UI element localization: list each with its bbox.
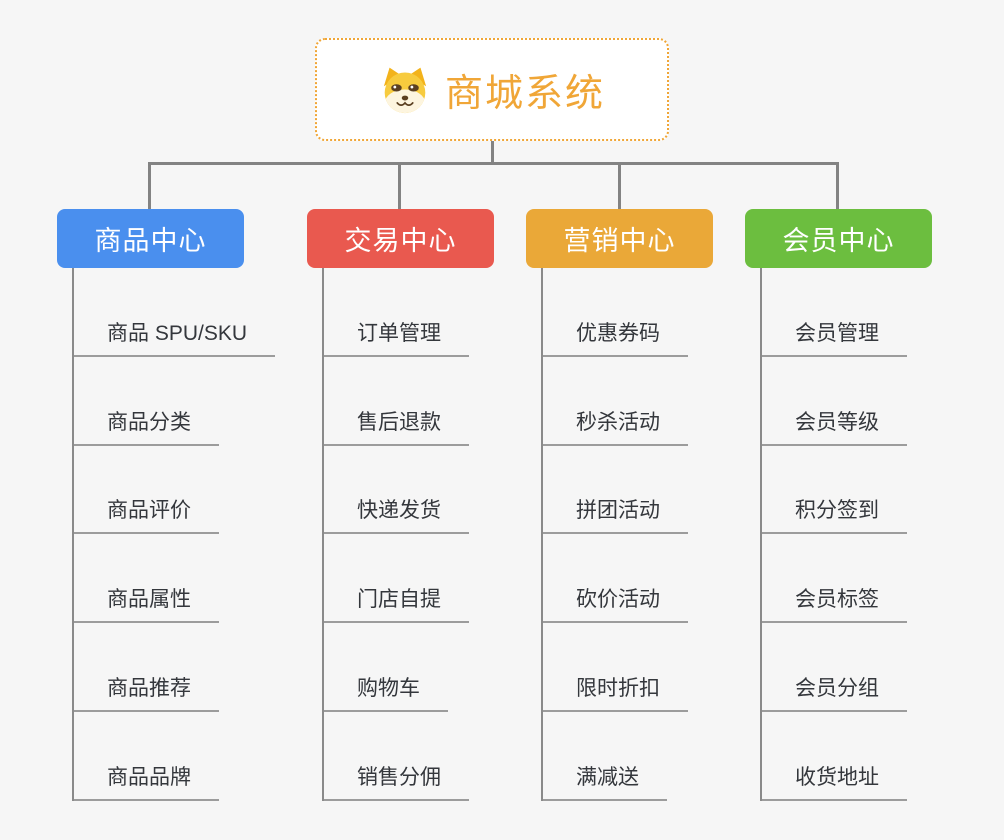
child-node[interactable]: 拼团活动 — [543, 446, 688, 535]
connector-drop-4 — [836, 164, 839, 209]
child-node[interactable]: 商品推荐 — [74, 623, 219, 712]
child-node[interactable]: 销售分佣 — [324, 712, 469, 801]
child-node[interactable]: 限时折扣 — [543, 623, 688, 712]
branch-label: 会员中心 — [782, 226, 895, 256]
child-node[interactable]: 砍价活动 — [543, 534, 688, 624]
children-list-member-center: 会员管理会员等级积分签到会员标签会员分组收货地址 — [760, 268, 907, 801]
branch-node-marketing-center[interactable]: 营销中心 — [526, 209, 713, 268]
child-node[interactable]: 商品属性 — [74, 534, 219, 624]
children-list-trade-center: 订单管理售后退款快递发货门店自提购物车销售分佣 — [322, 268, 469, 801]
child-node[interactable]: 优惠券码 — [543, 268, 688, 357]
branch-label: 营销中心 — [563, 226, 676, 256]
root-title: 商城系统 — [444, 73, 605, 115]
child-node[interactable]: 满减送 — [543, 712, 667, 801]
connector-drop-3 — [618, 164, 621, 209]
child-node[interactable]: 商品分类 — [74, 357, 219, 446]
children-list-marketing-center: 优惠券码秒杀活动拼团活动砍价活动限时折扣满减送 — [541, 268, 688, 801]
branch-label: 商品中心 — [94, 226, 207, 256]
child-node[interactable]: 快递发货 — [324, 446, 469, 535]
connector-drop-1 — [148, 164, 151, 209]
connector-stem — [491, 141, 494, 164]
child-node[interactable]: 会员标签 — [762, 534, 907, 624]
root-node[interactable]: 商城系统 — [315, 38, 669, 141]
child-node[interactable]: 商品评价 — [74, 446, 219, 535]
child-node[interactable]: 订单管理 — [324, 268, 469, 357]
connector-rail — [148, 162, 839, 165]
branch-label: 交易中心 — [344, 226, 457, 256]
branch-node-product-center[interactable]: 商品中心 — [57, 209, 244, 268]
child-node[interactable]: 收货地址 — [762, 712, 907, 801]
child-node[interactable]: 商品品牌 — [74, 712, 219, 801]
child-node[interactable]: 秒杀活动 — [543, 357, 688, 446]
child-node[interactable]: 商品 SPU/SKU — [74, 268, 276, 357]
child-node[interactable]: 会员管理 — [762, 268, 907, 357]
child-node[interactable]: 会员等级 — [762, 357, 907, 446]
child-node[interactable]: 售后退款 — [324, 357, 469, 446]
branch-node-trade-center[interactable]: 交易中心 — [307, 209, 494, 268]
child-node[interactable]: 会员分组 — [762, 623, 907, 712]
child-node[interactable]: 购物车 — [324, 623, 448, 712]
connector-drop-2 — [398, 164, 401, 209]
child-node[interactable]: 门店自提 — [324, 534, 469, 624]
shiba-dog-icon — [383, 67, 427, 114]
branch-node-member-center[interactable]: 会员中心 — [745, 209, 932, 268]
child-node[interactable]: 积分签到 — [762, 446, 907, 535]
